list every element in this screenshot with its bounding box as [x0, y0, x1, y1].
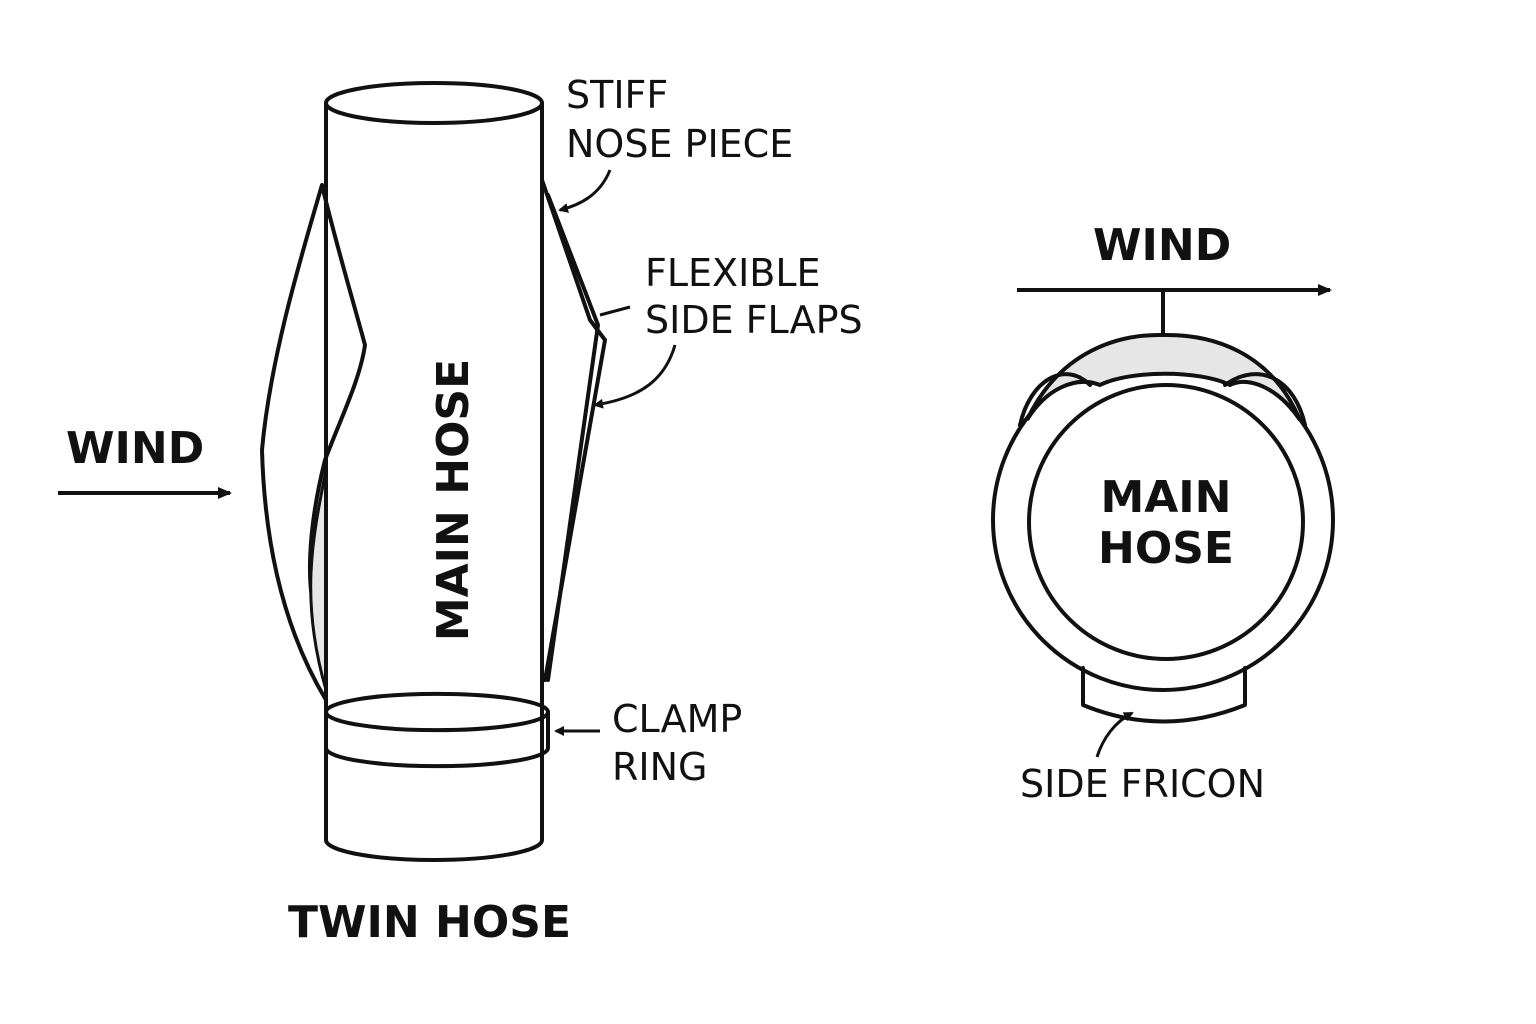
hose-top-opening: [324, 81, 544, 125]
fricon-label: SIDE FRICON: [1020, 762, 1265, 806]
right-side-flap: [540, 178, 607, 682]
main-hose-body: [324, 101, 544, 862]
clamp-label-line1: CLAMP: [612, 697, 742, 741]
left-flap-shade: [309, 469, 328, 691]
top-view: WIND MAIN HOSE SIDE FRICON: [991, 220, 1335, 806]
flaps-label-line1: FLEXIBLE: [645, 251, 821, 295]
nose-label-line1: STIFF: [566, 73, 668, 117]
top-hose-label-line2: HOSE: [1098, 523, 1234, 574]
inner-main-hose: [1027, 383, 1305, 661]
twin-hose-caption: TWIN HOSE: [288, 897, 571, 948]
top-wind-label: WIND: [1093, 220, 1231, 271]
stiff-nose-edge: [546, 193, 600, 682]
side-view: MAIN HOSE WIND STIFF NOSE PIECE FLEXIBLE…: [58, 73, 863, 948]
right-flap-edge: [1223, 372, 1307, 427]
nose-crescent: [1025, 332, 1302, 422]
clamp-ring: [324, 691, 550, 769]
flaps-leader-line: [599, 305, 631, 317]
nose-leader-arrow: [558, 169, 612, 213]
main-hose-label: MAIN HOSE: [428, 359, 479, 641]
flaps-leader-arrow: [593, 344, 677, 409]
left-flap-edge: [1018, 372, 1092, 427]
flaps-label-line2: SIDE FLAPS: [645, 298, 863, 342]
clamp-label-line2: RING: [612, 745, 707, 789]
side-fricon: [1081, 666, 1247, 724]
top-hose-label-line1: MAIN: [1100, 472, 1231, 523]
fricon-leader-arrow: [1095, 711, 1134, 758]
nose-label-line2: NOSE PIECE: [566, 122, 793, 166]
side-wind-label: WIND: [66, 423, 204, 474]
